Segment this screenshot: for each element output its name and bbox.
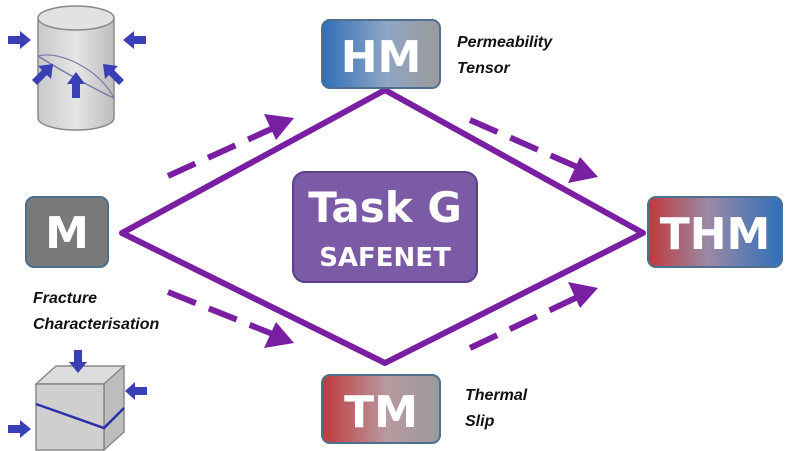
arrow-hm-to-thm [468, 117, 586, 173]
node-m-label: M [45, 208, 89, 259]
node-hm-label: HM [341, 32, 422, 83]
center-subtitle: SAFENET [319, 243, 451, 273]
arrow-m-to-tm [166, 289, 282, 340]
annotation-tm-line2: Slip [465, 413, 495, 430]
node-m-box [25, 196, 109, 268]
cylinder-sample-icon [8, 5, 146, 131]
annotation-m-line1: Fracture [33, 290, 97, 307]
annotation-m-line2: Characterisation [33, 316, 159, 333]
arrowhead-hm-to-thm [568, 157, 598, 183]
node-thm-box [647, 196, 783, 268]
arrowhead-m-to-tm [264, 322, 294, 348]
annotation-hm-line2: Tensor [457, 60, 511, 77]
arrow-heads [264, 114, 598, 348]
dashed-arrows [166, 117, 586, 351]
node-tm-box [321, 374, 441, 444]
arrow-tm-to-thm [468, 291, 586, 351]
arrowhead-tm-to-thm [568, 282, 598, 308]
node-hm-box [321, 19, 441, 89]
workflow-diamond [119, 87, 646, 366]
node-thm-label: THM [660, 209, 771, 260]
cube-sample-icon [8, 350, 147, 451]
node-tm-label: TM [344, 387, 418, 438]
arrowhead-m-to-hm [264, 114, 294, 140]
center-title: Task G [308, 183, 462, 232]
center-task-box [292, 171, 478, 283]
annotation-tm-line1: Thermal [465, 387, 528, 404]
arrow-m-to-hm [166, 122, 282, 179]
annotation-hm-line1: Permeability [457, 34, 553, 51]
